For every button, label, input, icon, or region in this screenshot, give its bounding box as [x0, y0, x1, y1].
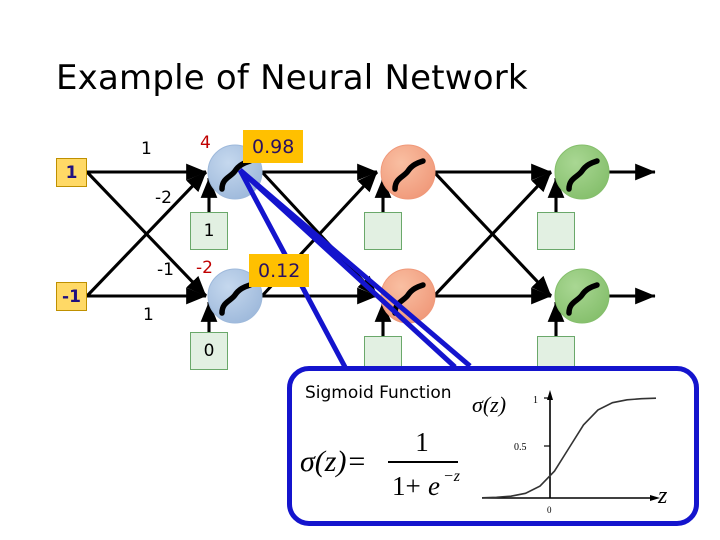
page-title: Example of Neural Network — [56, 58, 528, 98]
sigmoid-plot: σ(z) 1 0.5 0 z — [472, 390, 668, 515]
formula-denominator-a: 1+ — [392, 471, 421, 501]
edge-group-input-to-hidden1 — [85, 163, 208, 305]
output-arrow-group — [608, 163, 656, 305]
weight-label-x2-h2: 1 — [143, 305, 154, 325]
weight-label-x1-h1: 1 — [141, 139, 152, 159]
sigmoid-plot-ytick-top: 1 — [533, 395, 538, 406]
sigmoid-callout-title: Sigmoid Function — [305, 383, 452, 403]
neuron-o2[interactable] — [554, 268, 610, 324]
activation-badge-h1: 0.98 — [243, 130, 304, 163]
bias-box-m1[interactable] — [364, 212, 402, 250]
weight-label-x1-h2: -2 — [155, 188, 172, 208]
activation-badge-h2: 0.12 — [249, 254, 310, 287]
neuron-m1[interactable] — [380, 144, 436, 200]
preactivation-label-h2: -2 — [196, 258, 213, 278]
input-box-x2[interactable]: -1 — [56, 282, 87, 311]
bias-box-h2[interactable]: 0 — [190, 332, 228, 370]
neuron-h2[interactable] — [207, 268, 263, 324]
x-axis-arrowhead — [650, 495, 660, 501]
input-box-x1[interactable]: 1 — [56, 158, 87, 187]
sigmoid-plot-origin-label: 0 — [547, 505, 552, 515]
bias-box-h1[interactable]: 1 — [190, 212, 228, 250]
weight-label-x2-h1: -1 — [157, 260, 174, 280]
sigmoid-plot-ytick-mid: 0.5 — [514, 442, 527, 453]
formula-lhs: σ(z)= — [300, 445, 367, 478]
formula-denominator-e: e — [428, 471, 440, 501]
preactivation-label-h1: 4 — [200, 133, 211, 153]
formula-denominator-exponent: −z — [443, 468, 461, 485]
bias-box-o1[interactable] — [537, 212, 575, 250]
sigmoid-plot-xlabel: z — [657, 483, 668, 509]
sigmoid-plot-ylabel: σ(z) — [472, 392, 506, 417]
sigmoid-callout-box — [287, 366, 699, 526]
formula-numerator: 1 — [415, 427, 429, 457]
bias-connector-group — [200, 177, 565, 338]
sigmoid-formula: σ(z)= 1 1+ e −z — [300, 427, 461, 501]
sigmoid-curve-path — [481, 397, 657, 499]
neuron-o1[interactable] — [554, 144, 610, 200]
edge-group-hidden2-to-output — [432, 163, 553, 305]
